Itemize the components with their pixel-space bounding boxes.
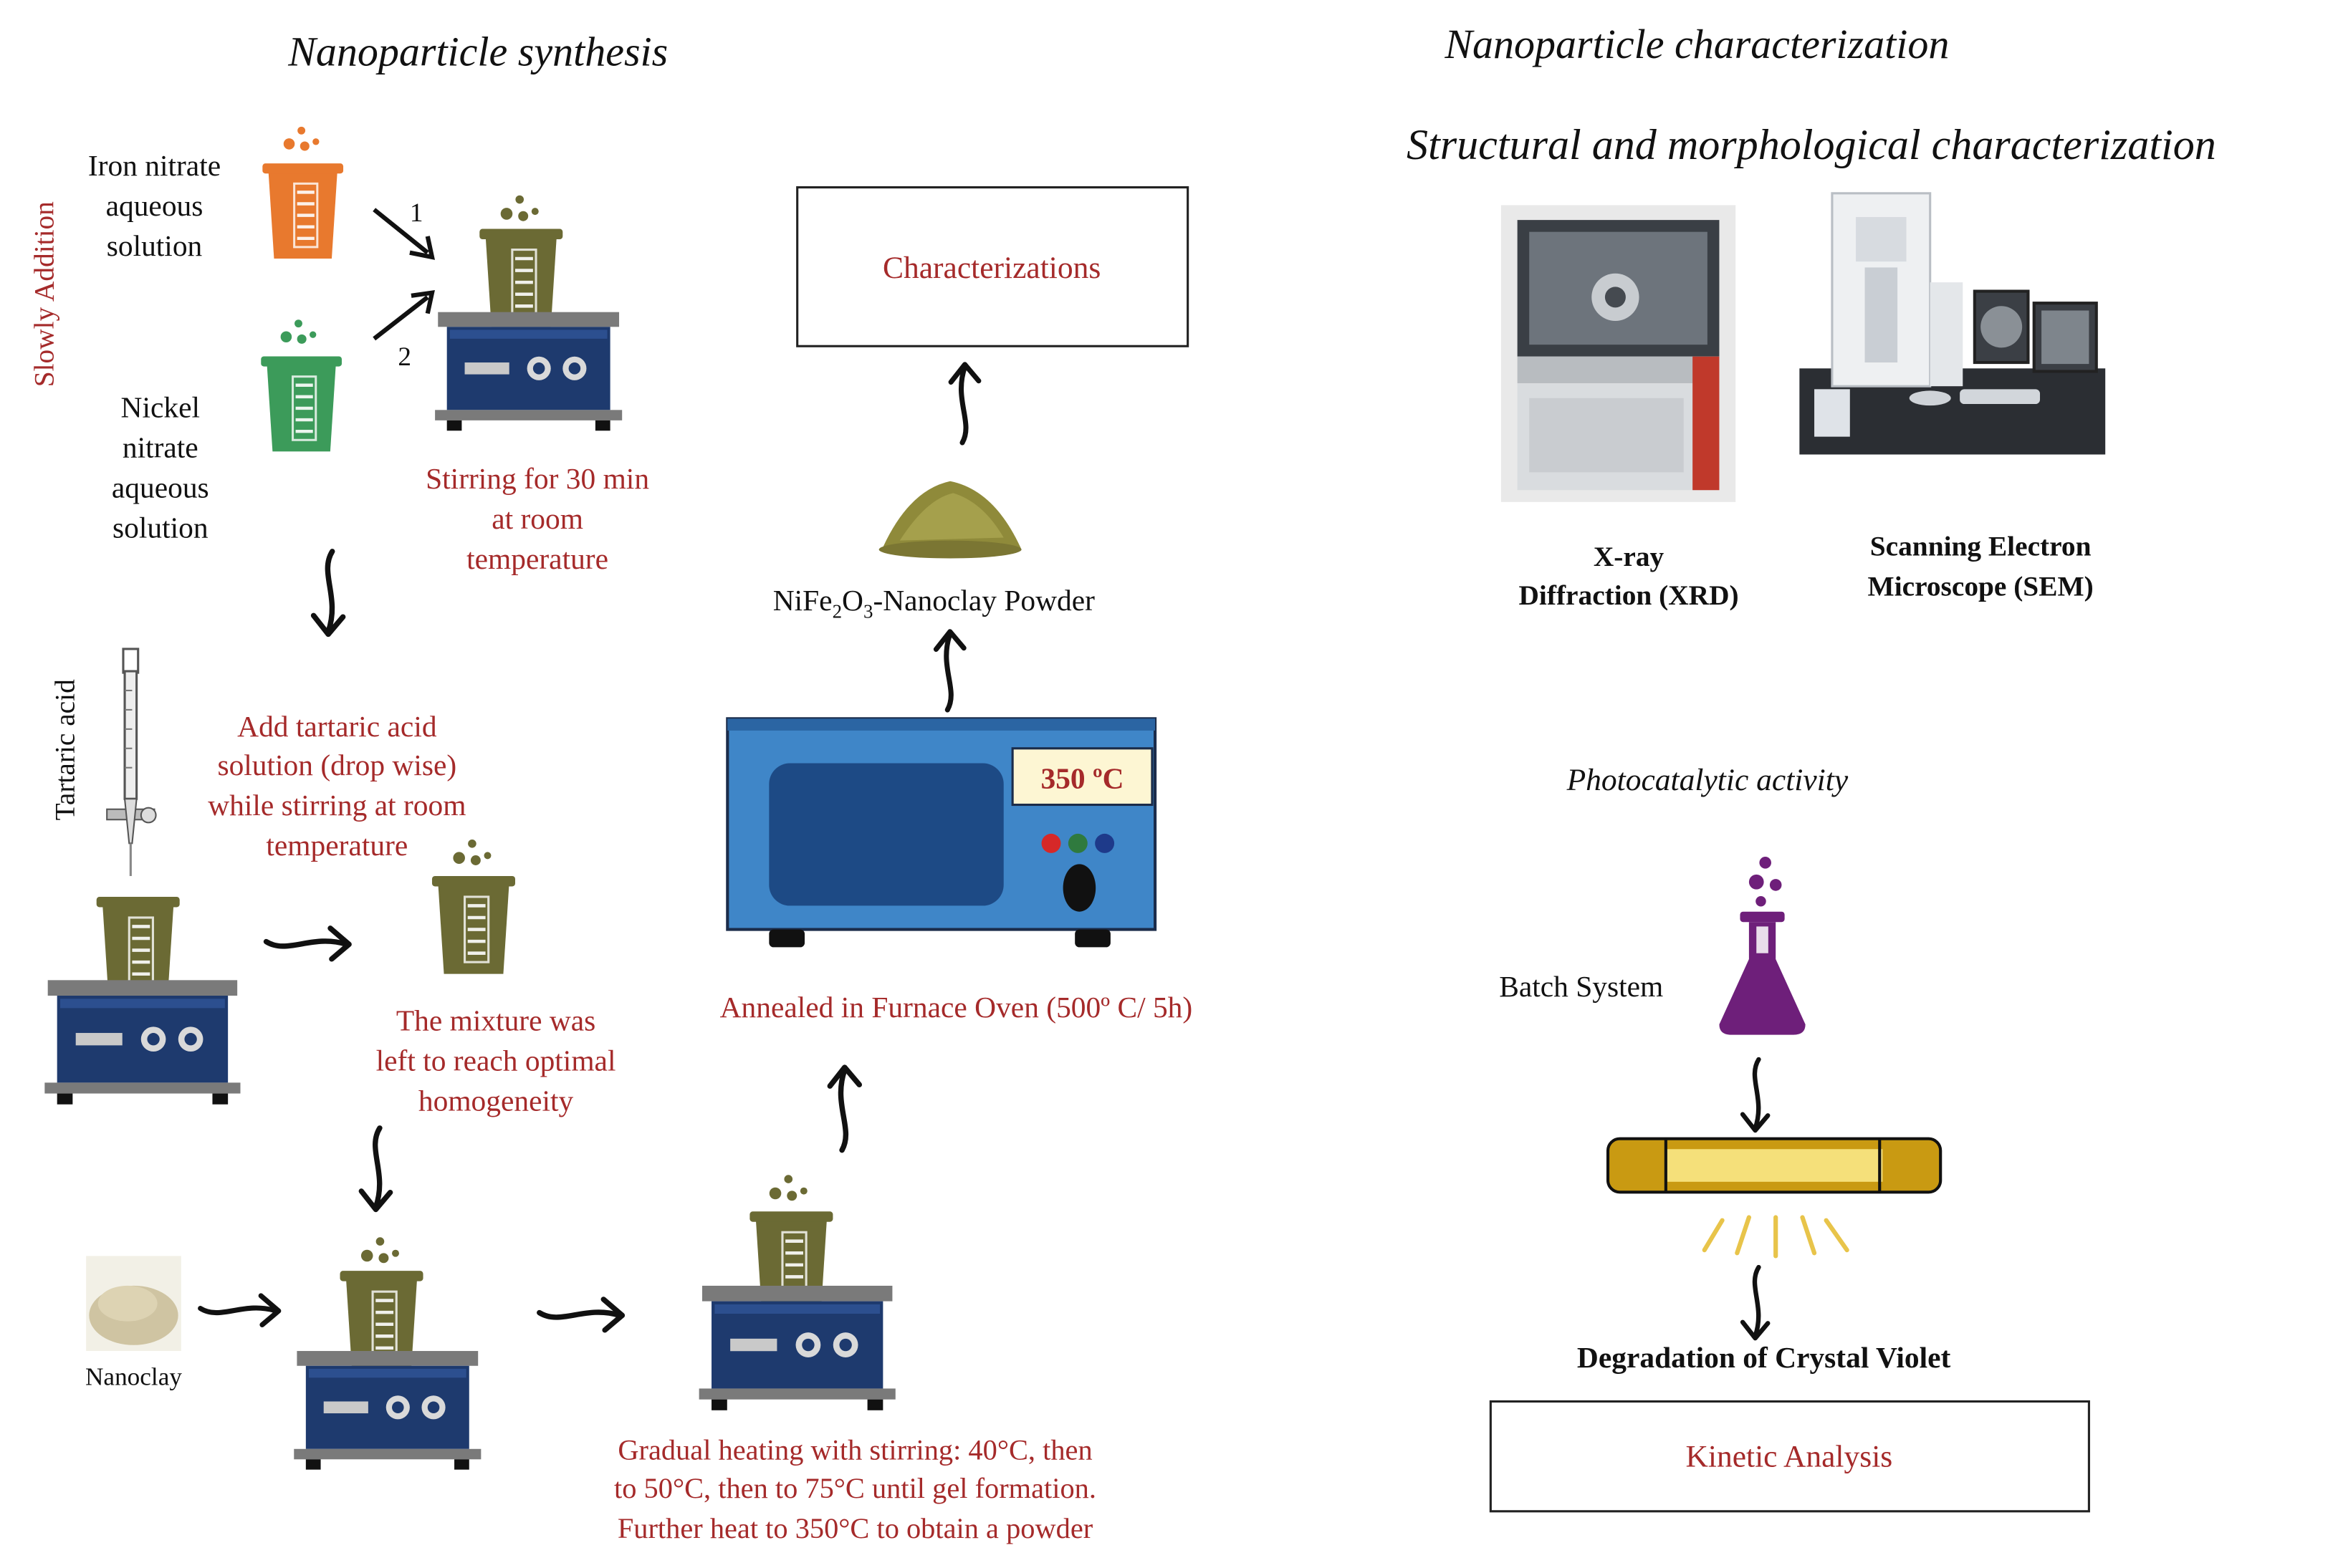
characterizations-box-label: Characterizations bbox=[883, 251, 1101, 285]
nickel-label-line-4: solution bbox=[112, 511, 209, 544]
furnace-temperature-display: 350 ºC bbox=[1040, 762, 1124, 795]
iron-label-line-2: aqueous bbox=[106, 189, 203, 222]
tartaric-label-line-3: while stirring at room bbox=[208, 789, 466, 822]
kinetic-analysis-label: Kinetic Analysis bbox=[1685, 1440, 1892, 1474]
arrow-up-to-characterizations bbox=[951, 365, 979, 443]
arrow-2-label: 2 bbox=[398, 342, 411, 372]
arrow-down-to-degradation bbox=[1743, 1267, 1768, 1338]
heading-structural: Structural and morphological characteriz… bbox=[1407, 120, 2216, 168]
uv-lamp-icon bbox=[1606, 1137, 1943, 1259]
heading-synthesis: Nanoparticle synthesis bbox=[287, 29, 668, 75]
powder-label: NiFe2O3-Nanoclay Powder bbox=[773, 584, 1095, 622]
tartaric-label-line-2: solution (drop wise) bbox=[217, 749, 456, 782]
tartaric-acid-side-label: Tartaric acid bbox=[49, 679, 81, 821]
arrow-right-to-mixture bbox=[267, 928, 350, 959]
nickel-label-line-2: nitrate bbox=[123, 431, 198, 464]
stirring-label-line-2: at room bbox=[492, 502, 583, 535]
arrow-up-to-furnace bbox=[830, 1067, 859, 1150]
heating-label-line-1: Gradual heating with stirring: 40°C, the… bbox=[618, 1433, 1092, 1466]
nanoclay-powder-image bbox=[86, 1256, 181, 1352]
xrd-label-line-1: X-ray bbox=[1594, 541, 1664, 572]
tartaric-label: Add tartaric acid solution (drop wise) w… bbox=[208, 710, 466, 862]
heading-characterization: Nanoparticle characterization bbox=[1444, 21, 1949, 67]
arrow-up-to-powder bbox=[936, 632, 964, 710]
furnace-icon bbox=[726, 717, 1157, 948]
powder-label-sub2: 3 bbox=[863, 600, 873, 622]
stirring-label: Stirring for 30 min at room temperature bbox=[426, 462, 649, 575]
heating-label-line-3: Further heat to 350°C to obtain a powder bbox=[618, 1512, 1093, 1544]
iron-nitrate-beaker-icon bbox=[262, 126, 343, 259]
degradation-label: Degradation of Crystal Violet bbox=[1577, 1341, 1951, 1374]
hot-plate-stirrer-icon-4 bbox=[699, 1285, 896, 1410]
addition-arrow-2 bbox=[373, 289, 435, 341]
characterizations-box bbox=[796, 186, 1189, 347]
hot-plate-stirrer-icon-3 bbox=[294, 1351, 482, 1470]
nickel-nitrate-beaker-icon bbox=[261, 319, 342, 451]
tartaric-label-line-1: Add tartaric acid bbox=[237, 710, 437, 743]
powder-label-pre: NiFe bbox=[773, 584, 833, 617]
hot-plate-stirrer-icon-2 bbox=[44, 980, 241, 1105]
sem-instrument-icon bbox=[1799, 192, 2106, 455]
tartaric-stirring-beaker-icon bbox=[97, 897, 180, 995]
arrow-right-nanoclay bbox=[201, 1296, 279, 1325]
heading-photocatalytic: Photocatalytic activity bbox=[1566, 763, 1849, 797]
nickel-label-line-1: Nickel bbox=[121, 391, 200, 424]
mixture-label-line-1: The mixture was bbox=[396, 1004, 595, 1036]
addition-arrow-1 bbox=[373, 208, 436, 260]
sem-label: Scanning Electron Microscope (SEM) bbox=[1868, 530, 2094, 602]
sem-label-line-1: Scanning Electron bbox=[1870, 530, 2092, 562]
sem-label-line-2: Microscope (SEM) bbox=[1868, 570, 2094, 602]
mixture-label: The mixture was left to reach optimal ho… bbox=[376, 1004, 616, 1117]
nickel-nitrate-label: Nickel nitrate aqueous solution bbox=[112, 391, 209, 544]
stirring-label-line-3: temperature bbox=[466, 542, 608, 575]
xrd-label-line-2: Diffraction (XRD) bbox=[1518, 579, 1738, 611]
annealed-label: Annealed in Furnace Oven (500º C/ 5h) bbox=[720, 991, 1193, 1024]
stirring-beaker-icon bbox=[479, 195, 562, 327]
iron-label-line-3: solution bbox=[107, 229, 203, 262]
powder-label-mid: O bbox=[842, 584, 863, 617]
mixture-label-line-2: left to reach optimal bbox=[376, 1044, 616, 1077]
arrow-right-to-heating bbox=[540, 1299, 623, 1330]
nickel-label-line-3: aqueous bbox=[112, 471, 209, 504]
kinetic-analysis-box bbox=[1489, 1400, 2090, 1513]
powder-label-post: -Nanoclay Powder bbox=[873, 584, 1095, 617]
arrow-down-to-nanoclay-step bbox=[361, 1128, 390, 1210]
mixture-beaker-icon bbox=[432, 839, 515, 974]
iron-nitrate-label: Iron nitrate aqueous solution bbox=[88, 149, 221, 262]
nife2o3-nanoclay-powder-image bbox=[870, 475, 1025, 564]
powder-label-sub1: 2 bbox=[833, 600, 842, 622]
flask-icon bbox=[1719, 857, 1806, 1035]
heating-label: Gradual heating with stirring: 40°C, the… bbox=[614, 1433, 1096, 1544]
slowly-addition-label: Slowly Addition bbox=[29, 201, 60, 387]
nanoclay-label: Nanoclay bbox=[85, 1363, 182, 1391]
heating-label-line-2: to 50°C, then to 75°C until gel formatio… bbox=[614, 1472, 1096, 1504]
arrow-down-to-tartaric bbox=[314, 552, 343, 635]
arrow-1-label: 1 bbox=[410, 198, 423, 228]
stirring-label-line-1: Stirring for 30 min bbox=[426, 462, 649, 495]
burette-icon bbox=[106, 648, 157, 876]
tartaric-label-line-4: temperature bbox=[266, 829, 408, 862]
batch-system-label: Batch System bbox=[1499, 970, 1663, 1003]
nanoclay-mix-beaker-icon bbox=[340, 1237, 423, 1369]
xrd-label: X-ray Diffraction (XRD) bbox=[1518, 541, 1738, 611]
arrow-down-to-lamp bbox=[1743, 1059, 1768, 1130]
hot-plate-stirrer-icon bbox=[435, 312, 623, 431]
xrd-instrument-icon bbox=[1500, 205, 1736, 502]
mixture-label-line-3: homogeneity bbox=[418, 1084, 574, 1117]
iron-label-line-1: Iron nitrate bbox=[88, 149, 221, 182]
